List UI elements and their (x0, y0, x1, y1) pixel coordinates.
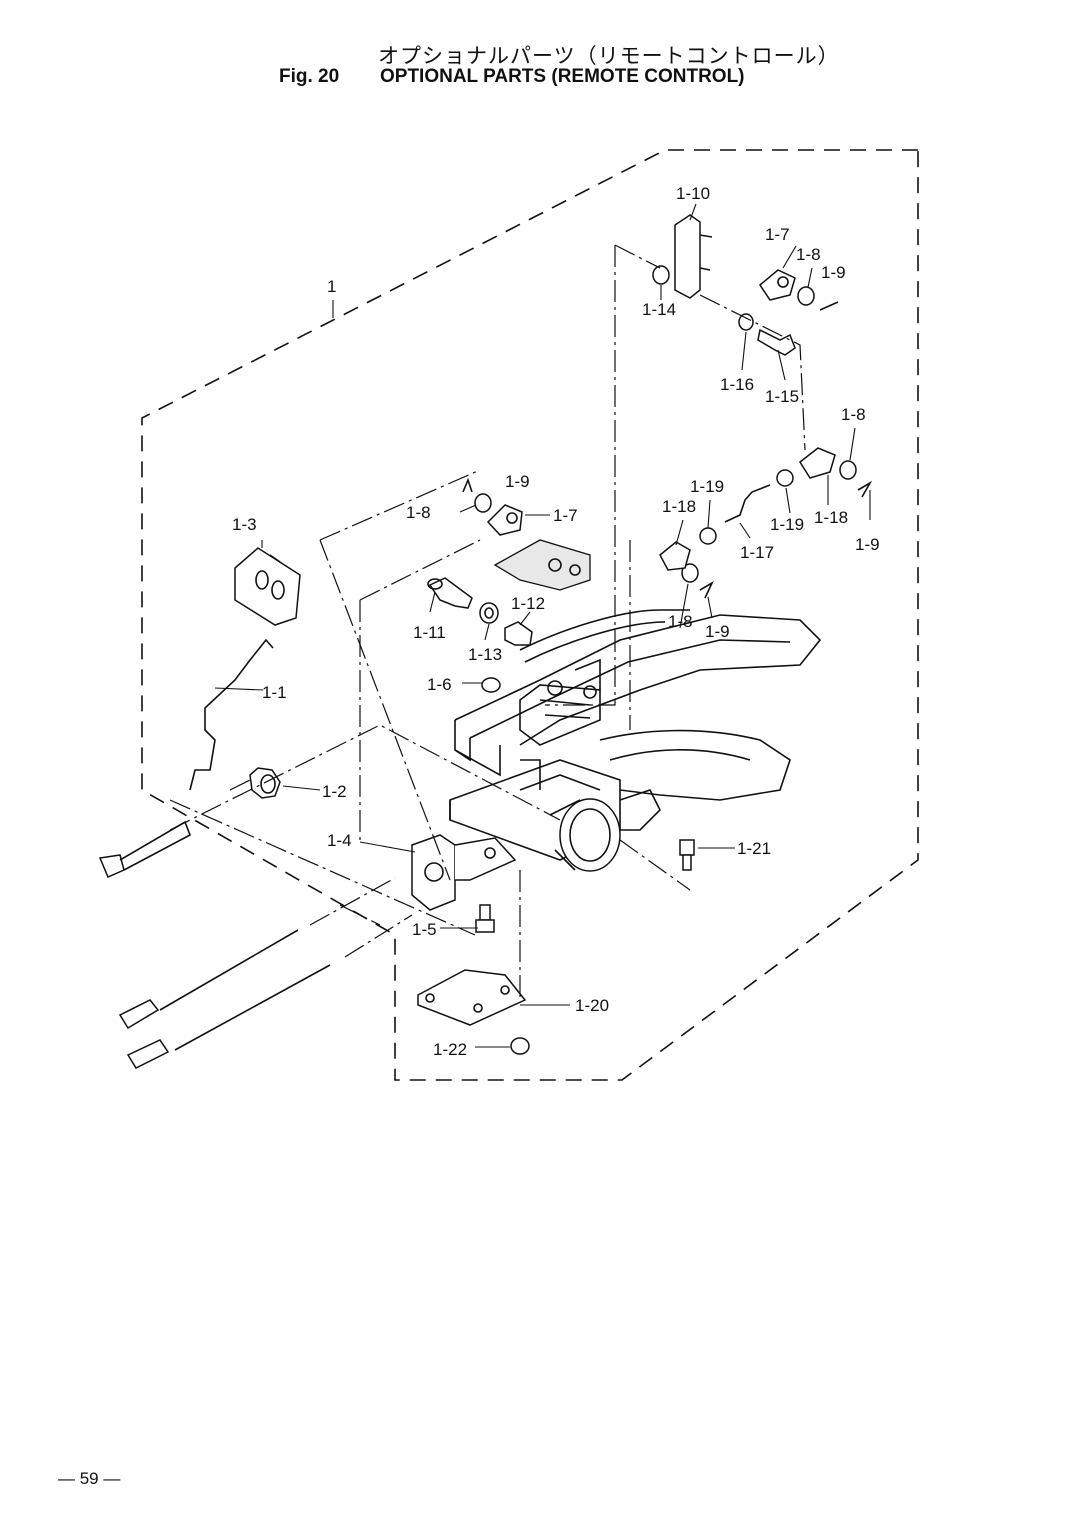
callout-1-15: 1-15 (765, 387, 799, 406)
callout-1-10: 1-10 (676, 184, 710, 203)
part-1-12-collar (504, 621, 533, 646)
part-1-18-joints (659, 447, 836, 571)
part-1-16-washer (738, 313, 754, 331)
remote-control-cables (118, 929, 331, 1069)
callout-1-5: 1-5 (412, 920, 437, 939)
figure-number: Fig. 20 (279, 66, 340, 87)
part-1-3-plate (234, 547, 301, 626)
callout-1-8-middle: 1-8 (668, 612, 693, 631)
callout-1-19-left: 1-19 (690, 477, 724, 496)
callout-1-21: 1-21 (737, 839, 771, 858)
callout-1-11: 1-11 (413, 623, 446, 642)
throttle-cam-part (493, 539, 591, 591)
callout-1-9-upper: 1-9 (821, 263, 846, 282)
title-english: OPTIONAL PARTS (REMOTE CONTROL) (380, 66, 745, 87)
callout-1-13: 1-13 (468, 645, 502, 664)
callout-1-17: 1-17 (740, 543, 774, 562)
part-1-17-rod (724, 484, 771, 523)
part-1-5-bolt (475, 904, 495, 933)
callout-1-19-right: 1-19 (770, 515, 804, 534)
callout-1-7-upper: 1-7 (765, 225, 790, 244)
part-1-15-bolt (757, 328, 796, 356)
part-1-20-plate (417, 969, 527, 1026)
callout-1-12: 1-12 (511, 594, 545, 613)
callout-1-3: 1-3 (232, 515, 257, 534)
shift-handle (98, 820, 192, 878)
part-1-7-joint-upper (759, 269, 796, 301)
callout-1-2: 1-2 (322, 782, 347, 801)
callout-1-22: 1-22 (433, 1040, 467, 1059)
callout-1-7-lower: 1-7 (553, 506, 578, 525)
part-1-19-nuts (699, 469, 794, 545)
part-1-6-nut (481, 677, 501, 693)
callout-1-4: 1-4 (327, 831, 352, 850)
callout-1-9-left: 1-9 (505, 472, 530, 491)
callout-1-14: 1-14 (642, 300, 676, 319)
part-1-14-washer (652, 265, 670, 285)
page-number: — 59 — (58, 1469, 121, 1488)
part-1-11-shaft (427, 577, 473, 609)
callout-1-1: 1-1 (262, 683, 287, 702)
part-1-13-washer (479, 602, 499, 624)
callout-1-8-upper: 1-8 (796, 245, 821, 264)
part-1-22-nut (510, 1037, 530, 1055)
callout-labels: 1 1-1 1-2 1-3 1-4 1-5 1-6 1-7 1-7 1-8 1-… (232, 184, 880, 1059)
callout-1-8-right: 1-8 (841, 405, 866, 424)
title-japanese: オプショナルパーツ（リモートコントロール） (378, 44, 840, 68)
callout-1-20: 1-20 (575, 996, 609, 1015)
part-1-21-bolt (679, 839, 695, 871)
part-1-9-clips (462, 301, 873, 599)
part-1-4-bracket (411, 834, 517, 911)
leader-lines (214, 203, 871, 1048)
part-1-7-joint-lower (486, 504, 523, 536)
part-1-8-washers (474, 286, 857, 583)
callout-1-18-right: 1-18 (814, 508, 848, 527)
callout-1-18-left: 1-18 (662, 497, 696, 516)
swivel-bracket-drawing (449, 609, 822, 872)
callout-1-16: 1-16 (720, 375, 754, 394)
part-1-1-shift-rod (189, 638, 274, 791)
callout-1: 1 (327, 277, 336, 296)
callout-1-8-left: 1-8 (406, 503, 431, 522)
part-1-10-lever (674, 214, 713, 299)
callout-1-9-middle: 1-9 (705, 622, 730, 641)
callout-1-6: 1-6 (427, 675, 452, 694)
center-lines (169, 244, 806, 1000)
callout-1-9-right: 1-9 (855, 535, 880, 554)
kit-boundary (141, 149, 919, 1081)
